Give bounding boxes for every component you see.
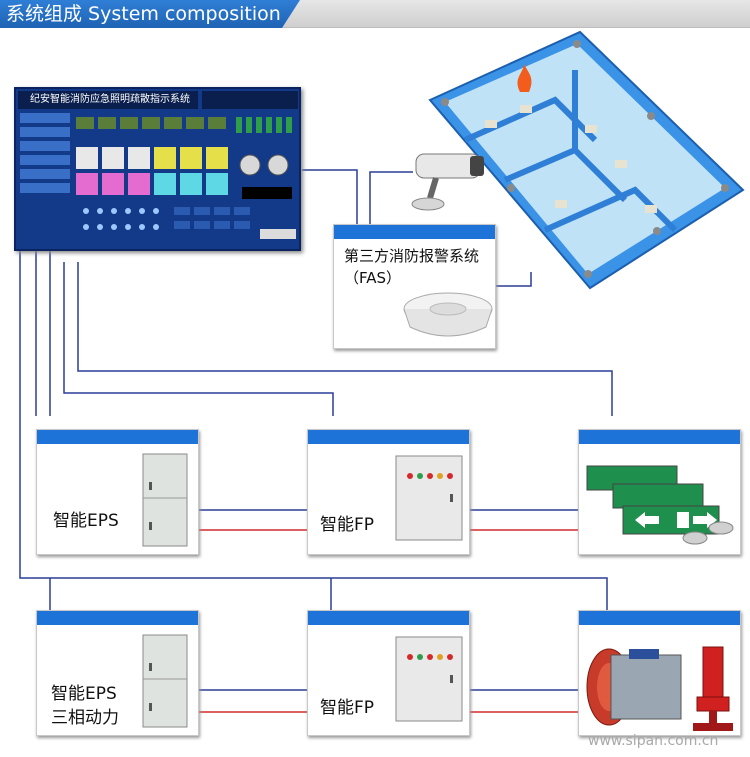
- watermark: www.sipan.com.cn: [588, 733, 719, 749]
- smoke-detector-icon: [403, 292, 493, 337]
- smart-eps-3phase-card: 智能EPS 三相动力: [36, 610, 199, 736]
- exit-sign-card: [578, 429, 741, 555]
- exit-sign-icon: [586, 465, 734, 545]
- smart-fp-label-bottom: 智能FP: [320, 698, 375, 718]
- three-phase-power-label: 三相动力: [51, 708, 119, 728]
- card-header-bar: [37, 430, 198, 444]
- eps-cabinet-icon: [142, 453, 188, 547]
- fp-distribution-box-icon: [395, 636, 463, 722]
- fas-alarm-system-card: 第三方消防报警系统 （FAS）: [333, 224, 496, 349]
- building-floorplan: [428, 30, 745, 290]
- camera-icon: [411, 153, 484, 211]
- monitor-panel-graphic: [20, 91, 298, 239]
- card-header-bar: [579, 611, 740, 625]
- card-header-bar: [308, 430, 469, 444]
- fas-title: 第三方消防报警系统: [344, 247, 480, 265]
- page-title: 系统组成 System composition: [0, 0, 300, 28]
- smart-eps-3phase-label: 智能EPS: [51, 684, 117, 704]
- monitoring-software-screen: 纪安智能消防应急照明疏散指示系统: [14, 87, 301, 251]
- smart-eps-card: 智能EPS: [36, 429, 199, 555]
- fan-pump-card: [578, 610, 741, 736]
- monitor-title: 纪安智能消防应急照明疏散指示系统: [18, 91, 198, 109]
- fire-pump-icon: [693, 646, 733, 731]
- card-header-bar: [579, 430, 740, 444]
- card-header-bar: [334, 225, 495, 239]
- fp-distribution-box-icon: [395, 455, 463, 541]
- smart-fp-label-top: 智能FP: [320, 515, 375, 535]
- card-header-bar: [308, 611, 469, 625]
- header-bar: 系统组成 System composition: [0, 0, 750, 28]
- smart-eps-label: 智能EPS: [53, 511, 119, 531]
- smart-fp-card-bottom: 智能FP: [307, 610, 470, 736]
- fas-abbreviation: （FAS）: [344, 269, 402, 287]
- eps-cabinet-icon: [142, 634, 188, 728]
- card-header-bar: [37, 611, 198, 625]
- axial-fan-icon: [586, 648, 682, 726]
- fire-icon: [517, 64, 532, 92]
- smart-fp-card-top: 智能FP: [307, 429, 470, 555]
